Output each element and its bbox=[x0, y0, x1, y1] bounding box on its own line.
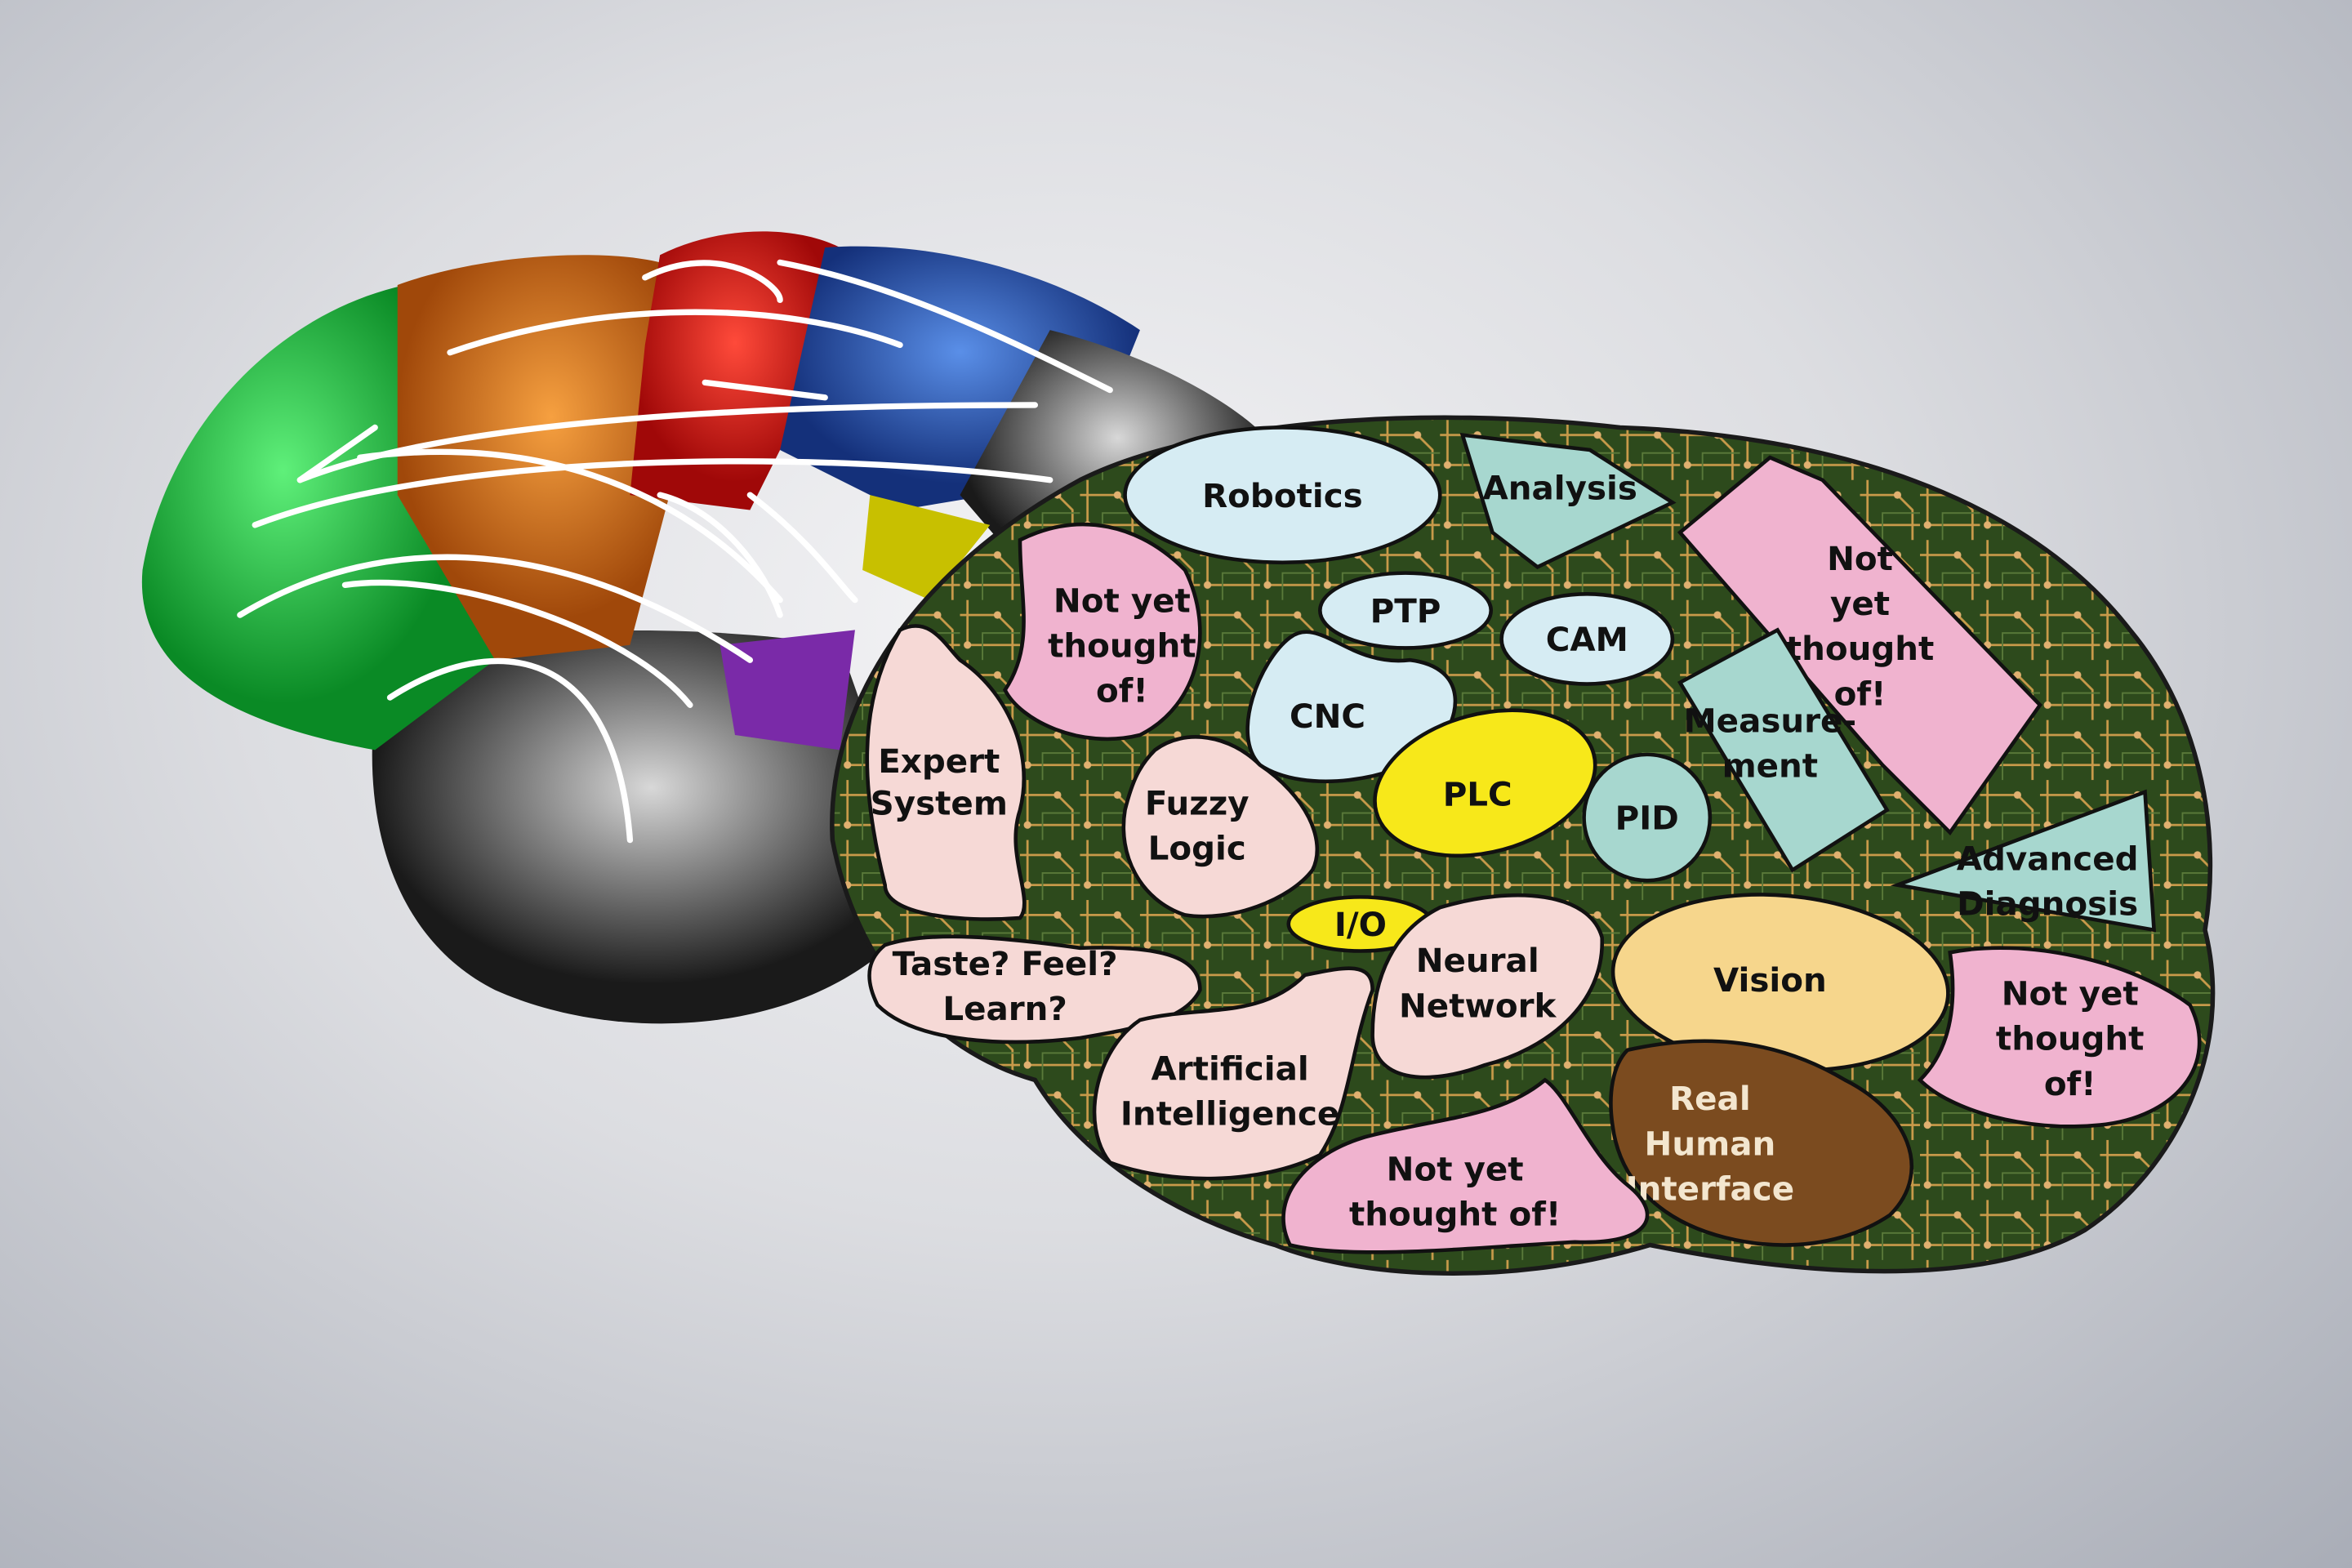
region-not-yet-thought-of-top-left: Not yet thought of! bbox=[1002, 522, 1202, 742]
region-shape bbox=[1002, 522, 1202, 742]
region-analysis: Analysis bbox=[1459, 432, 1677, 569]
region-label: Human bbox=[1645, 1124, 1776, 1163]
region-pid: PID bbox=[1582, 752, 1713, 883]
region-shape bbox=[1609, 1039, 1914, 1247]
region-cam: CAM bbox=[1499, 592, 1675, 686]
region-shape bbox=[1677, 627, 1890, 873]
region-label: of! bbox=[1096, 671, 1148, 710]
region-label: Advanced bbox=[1957, 839, 2139, 878]
region-shape bbox=[1123, 425, 1442, 565]
region-label: PTP bbox=[1370, 591, 1441, 630]
region-label: Analysis bbox=[1483, 469, 1637, 508]
region-shape bbox=[1373, 708, 1597, 858]
brain-red bbox=[630, 231, 840, 510]
region-label: Taste? Feel? bbox=[893, 944, 1118, 983]
region-shape bbox=[1890, 789, 2157, 933]
region-cnc: CNC bbox=[1245, 630, 1458, 784]
region-label: Diagnosis bbox=[1957, 884, 2138, 923]
region-label: of! bbox=[1834, 674, 1886, 713]
region-label: Neural bbox=[1416, 941, 1539, 980]
region-label: Fuzzy bbox=[1145, 783, 1250, 822]
region-ptp: PTP bbox=[1318, 571, 1494, 650]
region-label: PID bbox=[1615, 799, 1679, 838]
brain-yellow bbox=[862, 495, 991, 600]
region-label: Not yet bbox=[2002, 974, 2139, 1013]
region-not-yet-thought-of-right: Not yet thought of! bbox=[1917, 946, 2202, 1129]
region-label: ment bbox=[1722, 746, 1819, 785]
region-shape bbox=[1281, 1077, 1650, 1254]
region-label: Robotics bbox=[1202, 476, 1363, 515]
region-shape bbox=[865, 624, 1027, 921]
region-shape bbox=[1582, 752, 1713, 883]
region-robotics: Robotics bbox=[1123, 425, 1442, 565]
region-label: Logic bbox=[1148, 828, 1246, 867]
region-label: thought of! bbox=[1349, 1195, 1561, 1234]
region-label: of! bbox=[2044, 1064, 2096, 1103]
anatomical-brain bbox=[141, 231, 1276, 1024]
region-label: Interface bbox=[1626, 1169, 1795, 1208]
region-plc: PLC bbox=[1373, 708, 1597, 858]
region-io: I/O bbox=[1286, 895, 1435, 953]
region-label: Intelligence bbox=[1120, 1094, 1339, 1134]
region-label: thought bbox=[1786, 629, 1935, 668]
region-label: Measure- bbox=[1683, 701, 1856, 740]
region-not-yet-thought-of-top-right: Not yet thought of! bbox=[1677, 455, 2042, 835]
region-shape bbox=[1092, 966, 1374, 1181]
region-shape bbox=[1459, 432, 1677, 569]
region-shape bbox=[1677, 455, 2042, 835]
connection-arrows bbox=[237, 259, 1113, 844]
region-measurement: Measure-ment bbox=[1677, 627, 1890, 873]
region-shape bbox=[1370, 893, 1604, 1080]
region-label: Not bbox=[1827, 539, 1893, 578]
region-label: thought bbox=[1996, 1019, 2145, 1058]
region-label: Not yet bbox=[1054, 581, 1191, 620]
region-label: CAM bbox=[1546, 620, 1628, 659]
region-label: CNC bbox=[1290, 697, 1365, 736]
region-label: I/O bbox=[1334, 905, 1387, 944]
region-label: Not yet bbox=[1387, 1150, 1524, 1189]
region-vision: Vision bbox=[1610, 893, 1950, 1072]
region-label: Vision bbox=[1713, 960, 1827, 1000]
region-taste-feel-learn: Taste? Feel? Learn? bbox=[867, 934, 1202, 1045]
region-label: Expert bbox=[878, 742, 1000, 781]
region-not-yet-thought-of-bottom: Not yet thought of! bbox=[1281, 1077, 1650, 1254]
region-label: Real bbox=[1669, 1079, 1751, 1118]
region-shape bbox=[1318, 571, 1494, 650]
region-label: yet bbox=[1830, 584, 1890, 623]
region-label: System bbox=[871, 783, 1008, 822]
region-shape bbox=[1499, 592, 1675, 686]
region-label: PLC bbox=[1443, 774, 1512, 813]
region-label: Artificial bbox=[1152, 1049, 1309, 1088]
region-label: Learn? bbox=[942, 989, 1067, 1028]
region-label: Network bbox=[1399, 986, 1557, 1025]
region-label: thought bbox=[1048, 626, 1196, 665]
region-shape bbox=[1121, 735, 1320, 919]
region-shape bbox=[1917, 946, 2202, 1129]
brain-purple bbox=[719, 630, 855, 751]
